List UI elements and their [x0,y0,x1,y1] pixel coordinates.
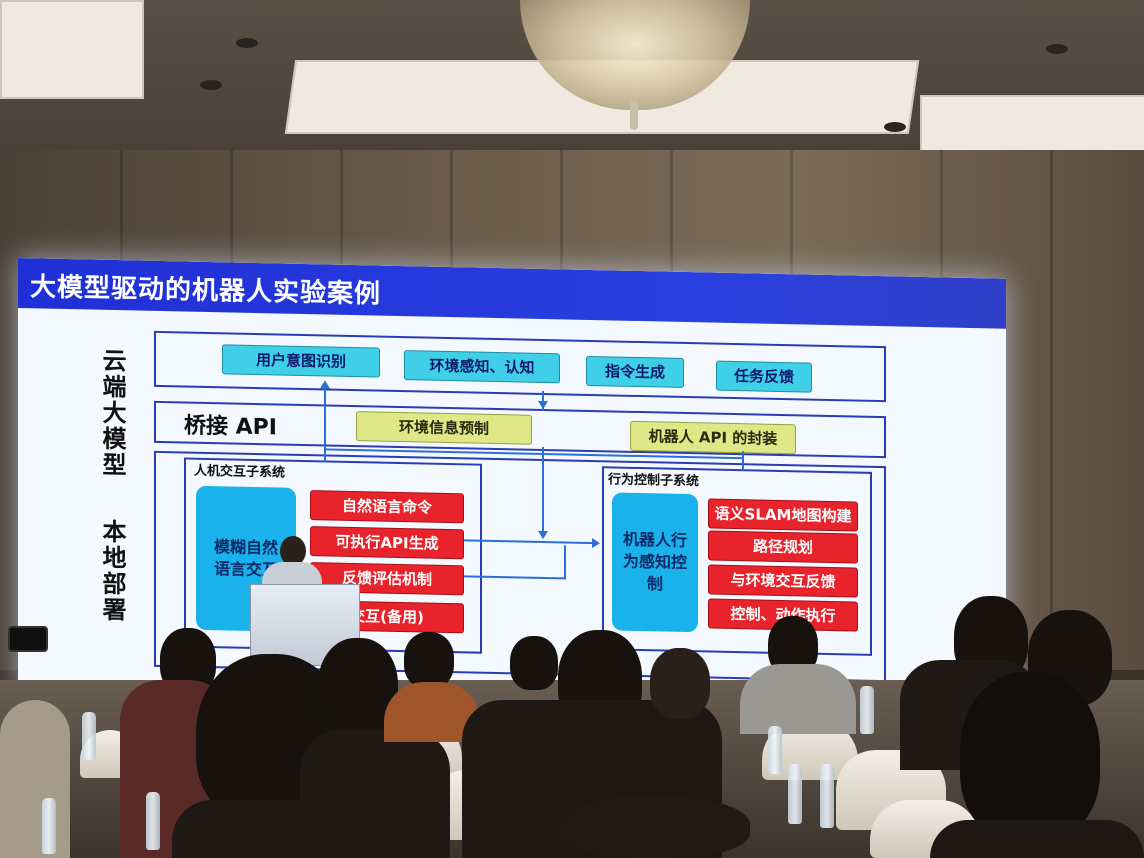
audience-member [740,664,856,734]
side-label-cloud: 云端大模型 [98,347,126,479]
audience-head [650,648,710,718]
pill-env-feedback: 与环境交互反馈 [708,564,858,598]
pill-path-planning: 路径规划 [708,530,858,564]
bottle-icon [860,686,874,734]
connector-arrow [592,538,600,549]
pill-task-feedback: 任务反馈 [716,360,812,393]
bridge-api-label: 桥接 API [184,413,277,441]
speaker-head [280,536,306,566]
audience-head [560,796,750,858]
wall-seam [1050,150,1053,650]
pill-api-generation: 可执行API生成 [310,526,464,560]
bottle-icon [788,764,802,824]
bottle-icon [146,792,160,850]
pill-intent: 用户意图识别 [222,344,380,378]
pill-slam: 语义SLAM地图构建 [708,498,858,532]
audience-member [930,820,1144,858]
connector-arrow [538,530,548,540]
pill-env-preset: 环境信息预制 [356,411,532,445]
audience-head [404,632,454,688]
ceiling-panel-right [920,95,1144,159]
ceiling-panel-left [0,0,144,99]
side-label-local: 本地部署 [98,518,126,624]
connector [542,446,544,536]
connector-arrow [538,400,548,410]
phone-icon [8,626,48,652]
chandelier-drop [630,100,638,130]
hci-subsystem-title: 人机交互子系统 [194,463,286,481]
downlight [236,38,258,48]
audience-member [0,700,70,858]
audience-head [960,672,1100,842]
connector [742,451,744,472]
slide-title: 大模型驱动的机器人实验案例 [30,272,382,310]
bottle-icon [82,712,96,760]
pill-robot-api: 机器人 API 的封装 [630,420,796,455]
pill-env-perception: 环境感知、认知 [404,350,560,384]
audience-head [510,636,558,690]
downlight [200,80,222,90]
downlight [884,122,906,132]
audience-member [300,730,450,858]
connector-arrow [320,380,330,389]
downlight [1046,44,1068,54]
behavior-core: 机器人行为感知控制 [612,492,698,633]
pill-nl-command: 自然语言命令 [310,490,464,524]
bottle-icon [42,798,56,854]
bottle-icon [768,726,782,774]
behavior-subsystem-title: 行为控制子系统 [608,472,700,490]
pill-command: 指令生成 [586,355,684,388]
connector [564,545,566,580]
bottle-icon [820,764,834,828]
